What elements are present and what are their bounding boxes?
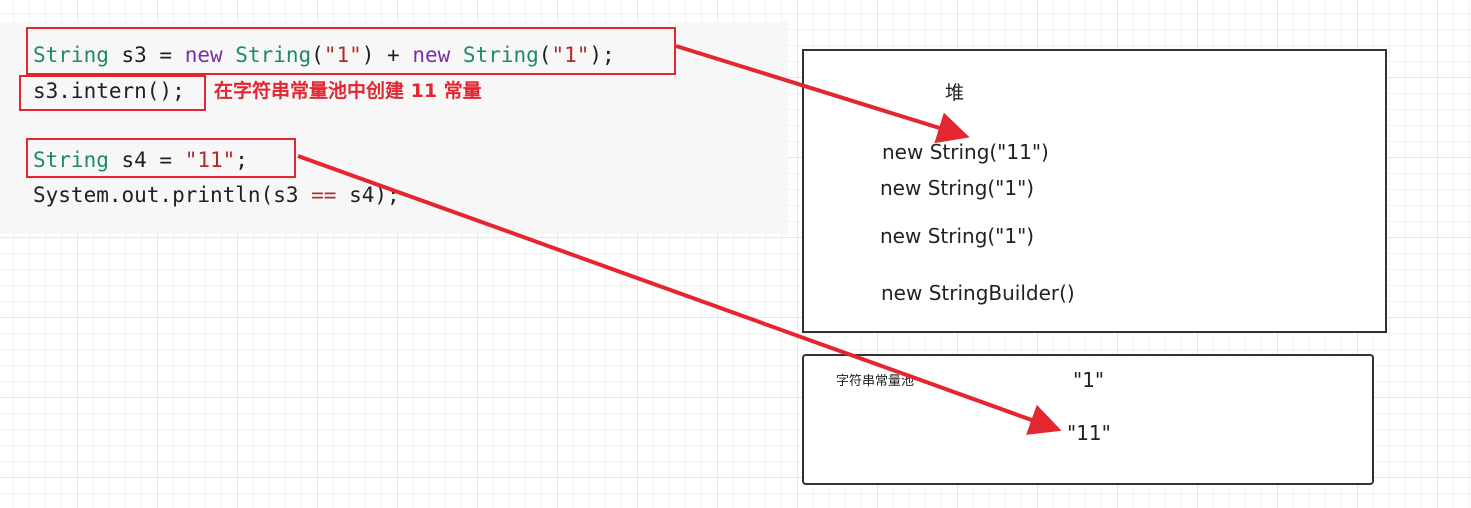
code-token: s4 =	[108, 148, 185, 172]
code-token: String	[33, 148, 109, 172]
code-token: System.out.println(s3	[33, 183, 312, 207]
code-line-1: String s3 = new String("1") + new String…	[33, 42, 615, 68]
heap-title: 堆	[945, 82, 965, 104]
code-token: ) +	[361, 43, 413, 67]
highlight-box-s4	[26, 138, 296, 178]
code-line-4: System.out.println(s3 == s4);	[33, 182, 400, 208]
heap-item: new String("11")	[882, 140, 1049, 164]
heap-box	[802, 49, 1387, 333]
heap-item: new String("1")	[880, 176, 1035, 200]
code-token: ;	[235, 148, 248, 172]
code-token: String	[450, 43, 539, 67]
code-token: s3.intern();	[33, 79, 185, 103]
code-token: s3 =	[108, 43, 185, 67]
code-panel	[0, 22, 788, 234]
code-line-2: s3.intern();	[33, 78, 185, 104]
code-token: String	[222, 43, 312, 67]
code-token: "1"	[323, 43, 362, 67]
arrow-s4-to-pool	[297, 154, 1062, 435]
pool-item: "1"	[1073, 368, 1105, 392]
code-line-3: String s4 = "11";	[33, 147, 248, 173]
code-token: "1"	[551, 43, 590, 67]
code-token: ==	[311, 183, 337, 207]
pool-item: "11"	[1067, 421, 1111, 445]
annotation-text: 在字符串常量池中创建 11 常量	[214, 80, 482, 102]
heap-item: new StringBuilder()	[881, 281, 1075, 305]
pool-title: 字符串常量池	[836, 374, 915, 389]
highlight-box-intern	[19, 75, 206, 111]
code-token: "11"	[184, 148, 236, 172]
heap-item: new String("1")	[880, 224, 1035, 248]
code-token: s4);	[336, 183, 400, 207]
arrow-s3-to-heap	[675, 44, 970, 144]
code-token: );	[589, 43, 615, 67]
code-token: new	[184, 43, 223, 67]
code-token: new	[412, 43, 451, 67]
string-pool-box	[802, 354, 1374, 485]
code-token: String	[33, 43, 109, 67]
code-token: (	[538, 43, 552, 67]
code-token: (	[311, 43, 324, 67]
highlight-box-s3	[26, 27, 676, 75]
